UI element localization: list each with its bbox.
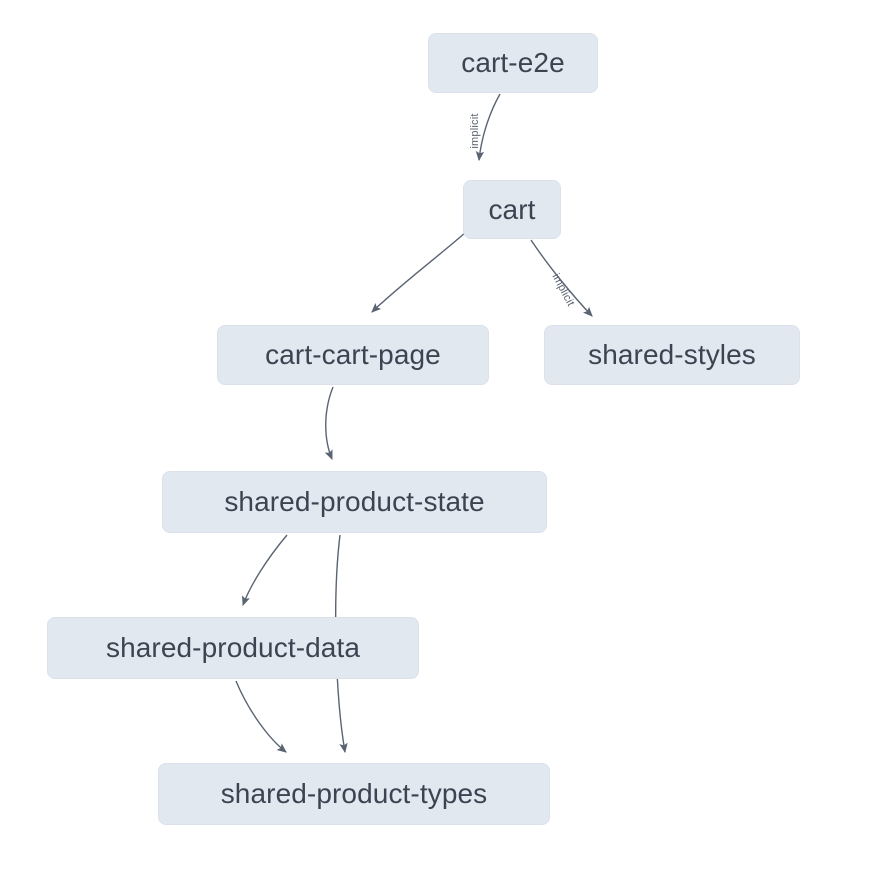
graph-node-shared-product-data[interactable]: shared-product-data	[47, 617, 419, 679]
graph-node-cart-cart-page[interactable]: cart-cart-page	[217, 325, 489, 385]
graph-node-shared-product-types[interactable]: shared-product-types	[158, 763, 550, 825]
graph-node-cart[interactable]: cart	[463, 180, 561, 239]
graph-node-label: cart-e2e	[461, 47, 565, 78]
graph-edge-label: implicit	[469, 113, 481, 149]
graph-edge	[242, 534, 288, 607]
graph-edge	[371, 231, 467, 313]
graph-node-label: shared-product-types	[220, 778, 488, 809]
graph-node-shared-styles[interactable]: shared-styles	[544, 325, 800, 385]
graph-node-label: cart-cart-page	[265, 339, 441, 370]
graph-edge-label: implicit	[549, 271, 577, 309]
graph-node-label: shared-product-data	[105, 632, 361, 663]
graph-node-label: shared-styles	[588, 339, 756, 370]
graph-node-label: cart	[488, 193, 536, 225]
graph-node-cart-e2e[interactable]: cart-e2e	[428, 33, 598, 93]
graph-edge	[475, 93, 501, 162]
graph-node-label: shared-product-state	[224, 486, 485, 517]
graph-node-shared-product-state[interactable]: shared-product-state	[162, 471, 547, 533]
graph-edge	[235, 680, 287, 753]
graph-edge	[324, 386, 334, 461]
